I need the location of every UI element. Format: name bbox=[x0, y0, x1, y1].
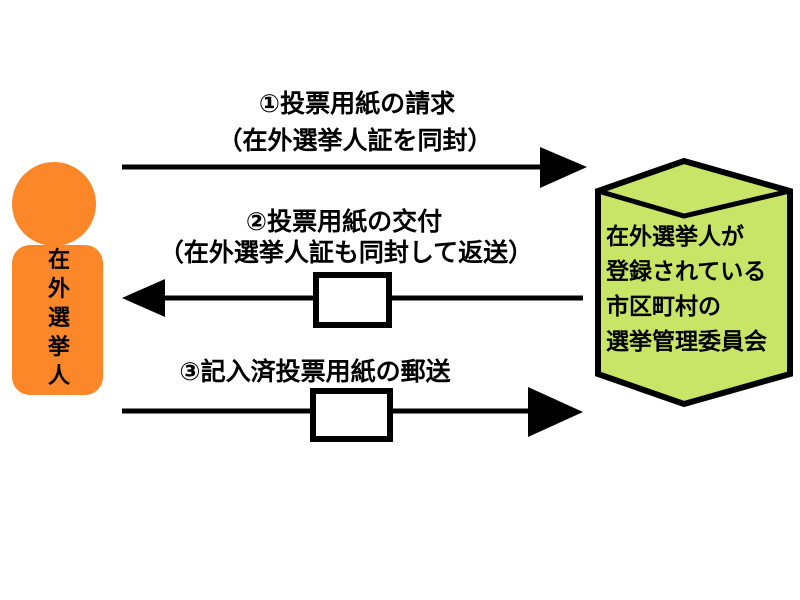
committee-box-top-edge bbox=[597, 188, 791, 219]
flow-arrow-1-right bbox=[122, 147, 587, 188]
committee-box bbox=[595, 157, 793, 408]
arrow-2-head-icon bbox=[122, 279, 165, 317]
flow-2-label: ②投票用紙の交付 bbox=[245, 207, 443, 236]
flow-2-sublabel: （在外選挙人証も同封して返送） bbox=[158, 238, 534, 267]
flow-arrow-2-left bbox=[122, 272, 583, 328]
envelope-icon-flow-2 bbox=[313, 272, 392, 328]
arrow-3-head-icon bbox=[528, 387, 583, 437]
flow-3-label: ③記入済投票用紙の郵送 bbox=[179, 357, 451, 386]
flow-1-label: ①投票用紙の請求 bbox=[258, 89, 456, 118]
actor-figure bbox=[12, 162, 103, 395]
committee-label: 在外選挙人が 登録されている 市区町村の 選挙管理委員会 bbox=[606, 220, 792, 360]
actor-body-icon bbox=[12, 245, 103, 395]
arrow-1-head-icon bbox=[540, 147, 587, 188]
committee-label-line-4: 選挙管理委員会 bbox=[606, 329, 767, 355]
envelope-icon-flow-3 bbox=[310, 388, 393, 442]
flow-arrow-3-right bbox=[122, 387, 583, 442]
committee-label-line-3: 市区町村の bbox=[606, 294, 721, 320]
committee-label-line-2: 登録されている bbox=[606, 259, 767, 285]
actor-label: 在外選挙人 bbox=[44, 247, 69, 393]
actor-head-icon bbox=[12, 162, 96, 246]
committee-label-line-1: 在外選挙人が bbox=[606, 224, 744, 250]
flow-1-sublabel: （在外選挙人証を同封） bbox=[217, 126, 493, 155]
